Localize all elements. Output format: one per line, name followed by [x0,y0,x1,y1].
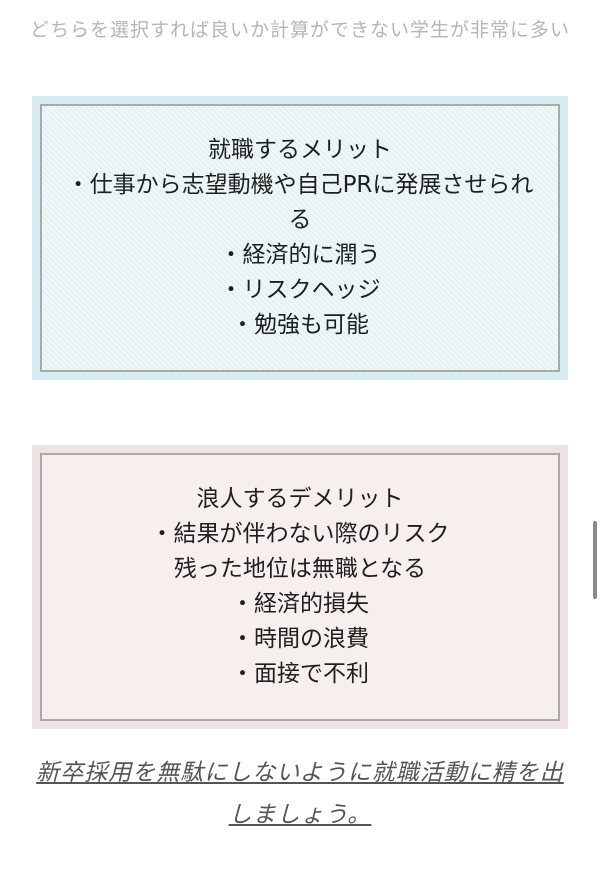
demerit-box-inner: 浪人するデメリット ・結果が伴わない際のリスク 残った地位は無職となる ・経済的… [40,453,560,721]
demerit-item: ・経済的損失 [231,591,369,617]
demerit-box: 浪人するデメリット ・結果が伴わない際のリスク 残った地位は無職となる ・経済的… [32,445,568,729]
merit-item: ・リスクヘッジ [219,277,381,303]
demerit-item: ・時間の浪費 [231,626,369,652]
demerit-title: 浪人するデメリット [196,486,404,512]
merit-item: ・仕事から志望動機や自己PRに発展させられる [66,172,534,233]
merit-item: ・勉強も可能 [231,312,369,338]
demerit-item: 残った地位は無職となる [173,556,427,582]
demerit-item: ・結果が伴わない際のリスク [150,521,450,547]
merit-item: ・経済的に潤う [219,242,381,268]
intro-text: どちらを選択すれば良いか計算ができない学生が非常に多い [30,19,571,41]
merit-title: 就職するメリット [208,137,392,163]
scrollbar-thumb[interactable] [593,521,597,599]
closing-message: 新卒採用を無駄にしないように就職活動に精を出しましょう。 [36,760,564,828]
merit-box: 就職するメリット ・仕事から志望動機や自己PRに発展させられる ・経済的に潤う … [32,96,568,380]
merit-box-inner: 就職するメリット ・仕事から志望動機や自己PRに発展させられる ・経済的に潤う … [40,104,560,372]
demerit-item: ・面接で不利 [231,661,369,687]
